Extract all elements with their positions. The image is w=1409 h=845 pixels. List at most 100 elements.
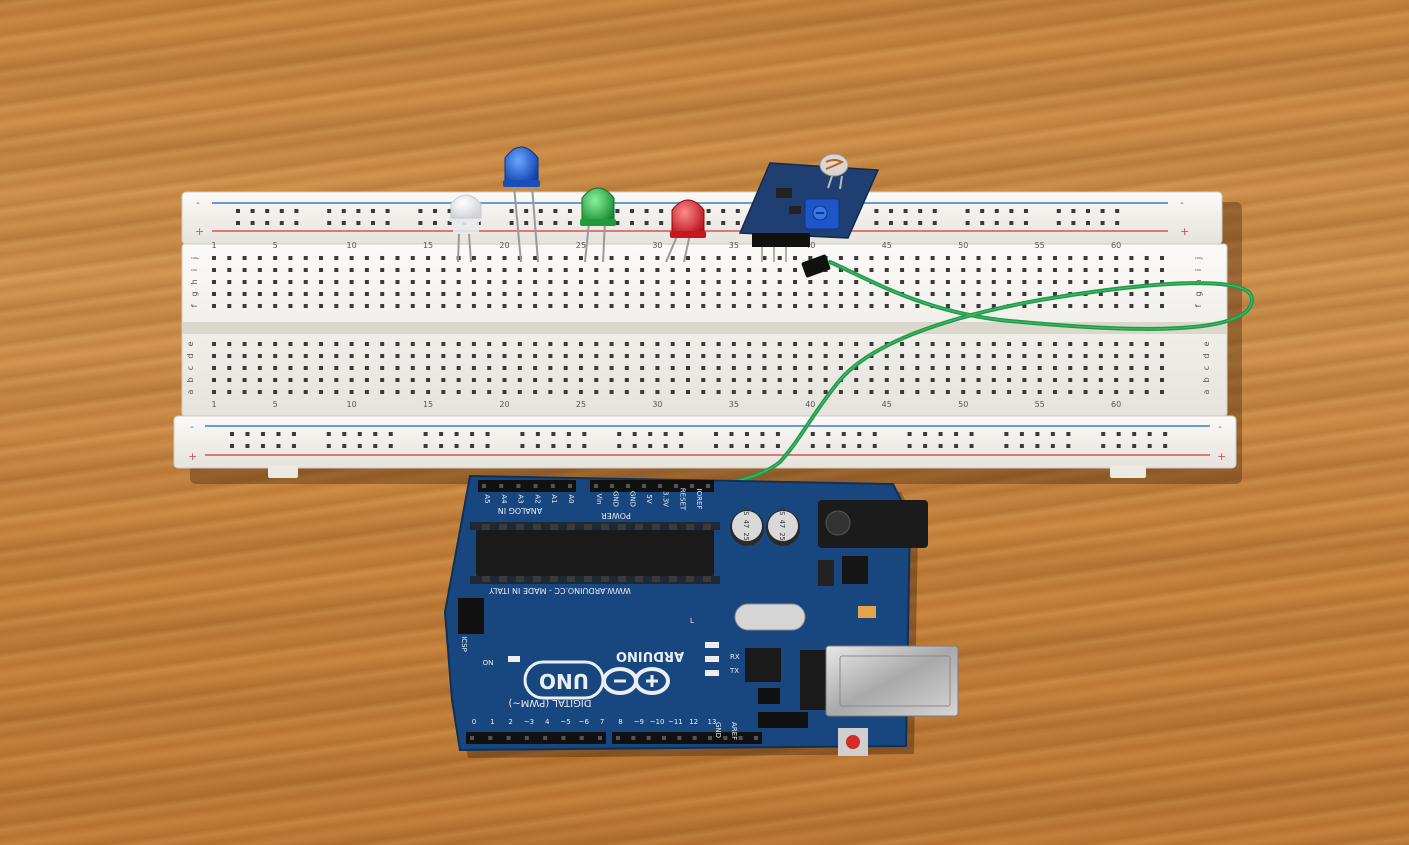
rail-hole	[342, 432, 347, 436]
header-hole	[706, 484, 710, 488]
led-blue	[503, 146, 540, 263]
rail-hole	[439, 432, 444, 436]
hole	[624, 292, 629, 296]
rail-hole	[432, 221, 437, 225]
hole	[517, 292, 522, 296]
reset-button[interactable]	[846, 735, 860, 749]
header-hole	[579, 736, 584, 740]
hole	[242, 256, 247, 260]
hole	[808, 366, 813, 370]
l-label: L	[690, 617, 694, 625]
header-hole	[646, 736, 651, 740]
hole	[1037, 378, 1042, 382]
hole	[288, 280, 293, 284]
hole	[578, 378, 583, 382]
hole	[410, 256, 415, 260]
rail-hole	[632, 444, 637, 448]
hole	[426, 354, 431, 358]
hole	[609, 256, 614, 260]
hole	[1037, 366, 1042, 370]
hole	[578, 354, 583, 358]
hole	[777, 342, 782, 346]
rail-hole	[938, 444, 943, 448]
rail-hole	[1132, 432, 1137, 436]
hole	[670, 390, 675, 394]
hole	[364, 342, 369, 346]
rail-hole	[1035, 444, 1040, 448]
hole	[961, 342, 966, 346]
hole	[808, 390, 813, 394]
hole	[762, 342, 767, 346]
header-hole	[692, 736, 697, 740]
rail-hole	[294, 221, 299, 225]
column-numbers: 1155101015152020252530303535404045455050…	[211, 241, 1121, 409]
hole	[686, 280, 690, 284]
hole	[945, 256, 950, 260]
hole	[930, 256, 935, 260]
rail-hole	[447, 209, 452, 213]
row-letter: d	[186, 353, 195, 358]
rail-hole	[721, 221, 726, 225]
header-hole	[524, 736, 529, 740]
rail-hole	[1009, 221, 1014, 225]
hole	[395, 268, 400, 272]
hole	[334, 378, 339, 382]
hole	[426, 268, 431, 272]
hole	[533, 268, 538, 272]
analog-header	[478, 480, 576, 492]
hole	[242, 304, 247, 308]
hole	[395, 280, 400, 284]
rail-hole	[327, 221, 332, 225]
hole	[364, 304, 369, 308]
rail-hole	[276, 432, 281, 436]
hole	[640, 304, 645, 308]
hole	[884, 366, 889, 370]
hole	[456, 280, 461, 284]
hole	[1098, 354, 1103, 358]
hole	[426, 366, 431, 370]
hole	[1007, 268, 1012, 272]
hole	[1144, 292, 1149, 296]
hole	[1098, 366, 1103, 370]
rail-hole	[810, 444, 815, 448]
pin-label: A2	[533, 494, 541, 503]
hole	[686, 304, 690, 308]
hole	[1083, 354, 1088, 358]
hole	[701, 304, 706, 308]
rail-hole	[632, 432, 637, 436]
hole	[533, 256, 538, 260]
column-number-bottom: 45	[882, 400, 892, 409]
row-letter: g	[1194, 291, 1203, 296]
hole	[1052, 256, 1057, 260]
hole	[273, 268, 278, 272]
hole	[1052, 342, 1057, 346]
hole	[212, 304, 216, 308]
hole	[1007, 256, 1012, 260]
hole	[288, 390, 293, 394]
rail-hole	[954, 432, 959, 436]
rail-hole	[485, 444, 490, 448]
rail-hole	[923, 432, 928, 436]
hole	[227, 342, 232, 346]
hole	[1114, 342, 1119, 346]
hole	[273, 304, 278, 308]
rail-hole	[1035, 432, 1040, 436]
rail-hole	[370, 221, 375, 225]
hole	[471, 304, 476, 308]
pin-label: ~9	[634, 718, 644, 726]
hole	[762, 256, 767, 260]
pin-label: RESET	[678, 488, 686, 511]
bottom-rail-plus-right: +	[1217, 450, 1226, 463]
rail-hole	[245, 432, 250, 436]
rail-hole	[714, 444, 718, 448]
hole	[1022, 268, 1027, 272]
hole	[303, 268, 308, 272]
row-letter: b	[186, 377, 195, 382]
hole	[487, 342, 492, 346]
hole	[563, 292, 568, 296]
hole	[1098, 378, 1103, 382]
rail-hole	[535, 444, 540, 448]
hole	[227, 390, 232, 394]
hole	[961, 304, 966, 308]
